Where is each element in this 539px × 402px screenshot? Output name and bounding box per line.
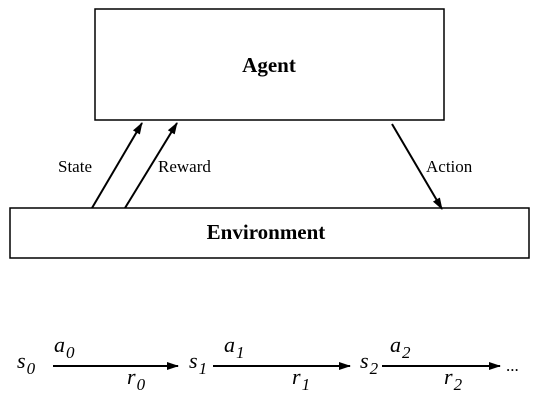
- agent-label: Agent: [242, 53, 296, 77]
- environment-label: Environment: [207, 220, 326, 244]
- state-label: State: [58, 157, 92, 176]
- action-a1: a1: [224, 332, 245, 362]
- reward-r1: r1: [292, 364, 310, 394]
- action-a0: a0: [54, 332, 75, 362]
- state-s0: s0: [17, 348, 36, 378]
- sequence-ellipsis: ...: [506, 356, 519, 375]
- agent-box: [94, 8, 445, 121]
- action-a2: a2: [390, 332, 411, 362]
- state-s1: s1: [189, 348, 207, 378]
- environment-box: [9, 207, 530, 259]
- reward-r0: r0: [127, 364, 146, 394]
- reward-label: Reward: [158, 157, 211, 176]
- action-arrow: [391, 123, 443, 210]
- action-label: Action: [426, 157, 473, 176]
- state-arrow: [91, 122, 143, 209]
- reward-r2: r2: [444, 364, 463, 394]
- reward-arrow: [124, 122, 178, 209]
- state-s2: s2: [360, 348, 379, 378]
